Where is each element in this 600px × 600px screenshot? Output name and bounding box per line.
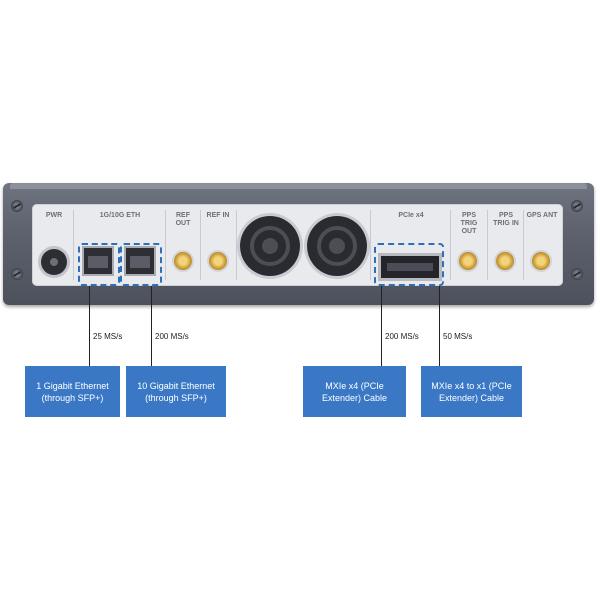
connector-line — [439, 286, 440, 366]
sma-connector-icon — [459, 252, 477, 270]
connector-line — [381, 286, 382, 366]
sma-connector-icon — [532, 252, 550, 270]
panel-divider — [370, 210, 371, 280]
chassis-top-edge — [10, 183, 587, 189]
screw-icon — [11, 268, 23, 280]
panel-divider — [450, 210, 451, 280]
connector-line — [151, 286, 152, 366]
fan-icon — [240, 216, 300, 276]
power-connector-icon — [41, 249, 67, 275]
pps-trig-out-label: PPS TRIG OUT — [460, 212, 478, 235]
connector-line — [89, 286, 90, 366]
sma-connector-icon — [174, 252, 192, 270]
callout-1g-ethernet: 1 Gigabit Ethernet (through SFP+) — [25, 366, 120, 417]
highlight-pcie-port — [374, 243, 444, 286]
panel-divider — [523, 210, 524, 280]
gps-ant-label: GPS ANT — [526, 212, 558, 219]
panel-divider — [236, 210, 237, 280]
callout-10g-ethernet: 10 Gigabit Ethernet (through SFP+) — [126, 366, 226, 417]
fan-icon — [307, 216, 367, 276]
sma-connector-icon — [209, 252, 227, 270]
highlight-10g-port — [120, 243, 162, 286]
sma-connector-icon — [496, 252, 514, 270]
eth-label: 1G/10G ETH — [99, 212, 141, 219]
screw-icon — [571, 268, 583, 280]
pcie-port — [378, 253, 442, 281]
pwr-label: PWR — [45, 212, 63, 219]
panel-divider — [165, 210, 166, 280]
highlight-1g-port — [78, 243, 120, 286]
pps-trig-in-label: PPS TRIG IN — [493, 212, 519, 227]
ref-in-label: REF IN — [206, 212, 230, 219]
rate-label: 50 MS/s — [443, 332, 473, 341]
pcie-label: PCIe x4 — [398, 212, 424, 219]
panel-divider — [73, 210, 74, 280]
ref-out-label: REF OUT — [175, 212, 191, 227]
screw-icon — [11, 200, 23, 212]
rate-label: 200 MS/s — [385, 332, 419, 341]
panel-divider — [487, 210, 488, 280]
callout-mxie-x4-to-x1: MXIe x4 to x1 (PCIe Extender) Cable — [421, 366, 522, 417]
rate-label: 200 MS/s — [155, 332, 189, 341]
sfp-port-1g — [82, 246, 114, 276]
screw-icon — [571, 200, 583, 212]
sfp-port-10g — [124, 246, 156, 276]
rate-label: 25 MS/s — [93, 332, 123, 341]
callout-mxie-x4: MXIe x4 (PCIe Extender) Cable — [303, 366, 406, 417]
panel-divider — [200, 210, 201, 280]
